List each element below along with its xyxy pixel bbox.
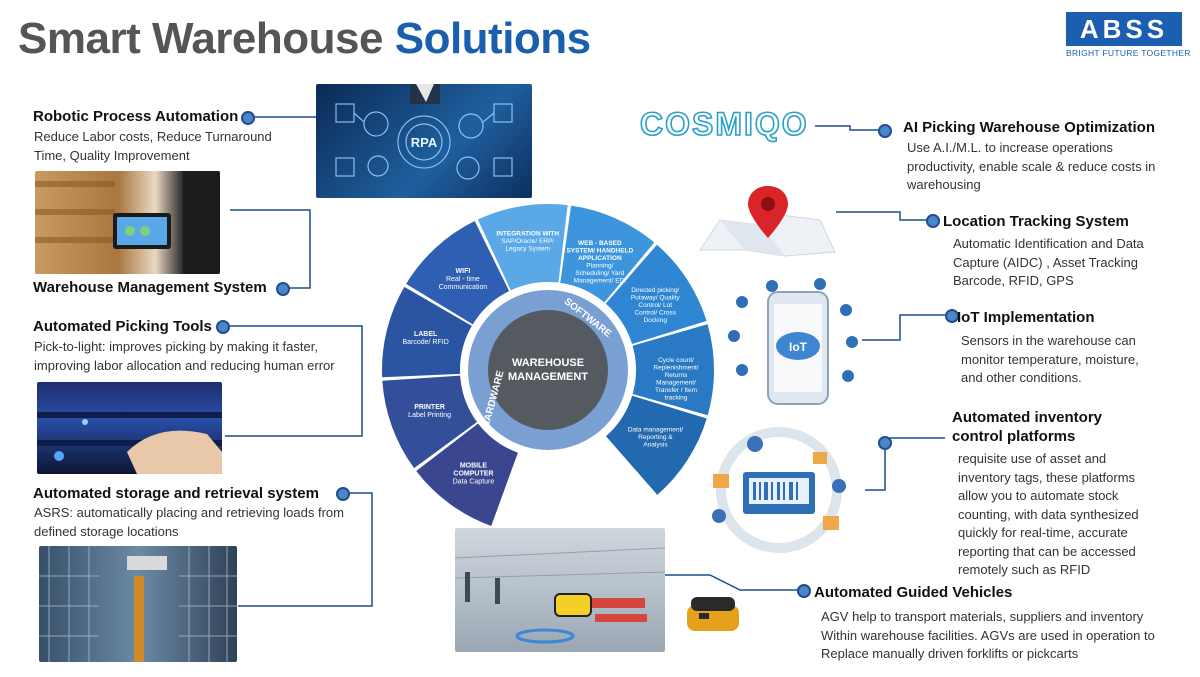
- title-part-1: Smart Warehouse: [18, 14, 383, 63]
- cosmiqo-logo: COSMIQO: [639, 104, 815, 144]
- software-sector-0: [477, 204, 568, 291]
- agv-photo: [455, 528, 665, 652]
- iot-phone-label: IoT: [789, 340, 808, 354]
- map-pin-icon: [690, 180, 838, 258]
- agv-desc: AGV help to transport materials, supplie…: [821, 609, 1155, 661]
- wms-wheel: WAREHOUSE MANAGEMENT SOFTWARE HARDWARE I…: [382, 204, 714, 526]
- agv-dot: [797, 584, 811, 598]
- iot-dot: [945, 309, 959, 323]
- hardware-sector-2: [382, 375, 478, 469]
- wms-dot: [276, 282, 290, 296]
- page-title: Smart Warehouse Solutions: [18, 14, 591, 64]
- picking-photo: [37, 382, 222, 474]
- software-sector-4: [605, 395, 707, 495]
- ai-title: AI Picking Warehouse Optimization: [903, 119, 1155, 136]
- inventory-desc: requisite use of asset and inventory tag…: [958, 451, 1139, 577]
- logo-tagline: BRIGHT FUTURE TOGETHER: [1066, 48, 1191, 58]
- asrs-title: Automated storage and retrieval system: [33, 485, 319, 502]
- rpa-dot: [241, 111, 255, 125]
- software-sector-3: [632, 324, 714, 416]
- asrs-dot: [336, 487, 350, 501]
- software-sector-2: [605, 244, 707, 344]
- asrs-photo: [39, 546, 237, 662]
- rpa-image-label: RPA: [411, 135, 438, 150]
- abss-logo: ABSS BRIGHT FUTURE TOGETHER: [1066, 12, 1191, 62]
- wms-title: Warehouse Management System: [33, 279, 267, 296]
- rpa-image: RPA: [316, 84, 532, 198]
- picking-dot: [216, 320, 230, 334]
- cosmiqo-logo-text: COSMIQO: [640, 106, 809, 142]
- location-title: Location Tracking System: [943, 213, 1129, 230]
- location-desc: Automatic Identification and Data Captur…: [953, 236, 1144, 288]
- hardware-sector-1: [382, 286, 472, 378]
- ai-dot: [878, 124, 892, 138]
- software-sector-label-4: Data management/Reporting &Analysis: [628, 427, 683, 449]
- ai-desc: Use A.I./M.L. to increase operations pro…: [907, 140, 1156, 192]
- inventory-dot: [878, 436, 892, 450]
- location-dot: [926, 214, 940, 228]
- rpa-desc: Reduce Labor costs, Reduce Turnaround Ti…: [34, 129, 272, 163]
- picking-desc: Pick-to-light: improves picking by makin…: [34, 339, 335, 373]
- inventory-icon: [693, 424, 865, 554]
- iot-title: IoT Implementation: [957, 309, 1095, 326]
- rpa-title: Robotic Process Automation: [33, 108, 239, 125]
- wms-photo: [35, 171, 220, 274]
- wheel-center-line2: MANAGEMENT: [508, 371, 588, 383]
- iot-desc: Sensors in the warehouse can monitor tem…: [961, 333, 1139, 385]
- agv-robot-icon: [685, 591, 741, 637]
- picking-title: Automated Picking Tools: [33, 318, 212, 335]
- hardware-sector-3: [416, 423, 518, 526]
- inventory-title: Automated inventory control platforms: [952, 409, 1103, 445]
- agv-title: Automated Guided Vehicles: [814, 584, 1013, 601]
- logo-text: ABSS: [1066, 12, 1182, 46]
- software-sector-1: [560, 205, 655, 303]
- asrs-desc: ASRS: automatically placing and retrievi…: [34, 505, 344, 539]
- wheel-center-line1: WAREHOUSE: [512, 357, 584, 369]
- title-part-2: Solutions: [394, 14, 591, 63]
- hardware-sector-0: [406, 221, 510, 325]
- iot-phone-icon: IoT: [728, 276, 864, 406]
